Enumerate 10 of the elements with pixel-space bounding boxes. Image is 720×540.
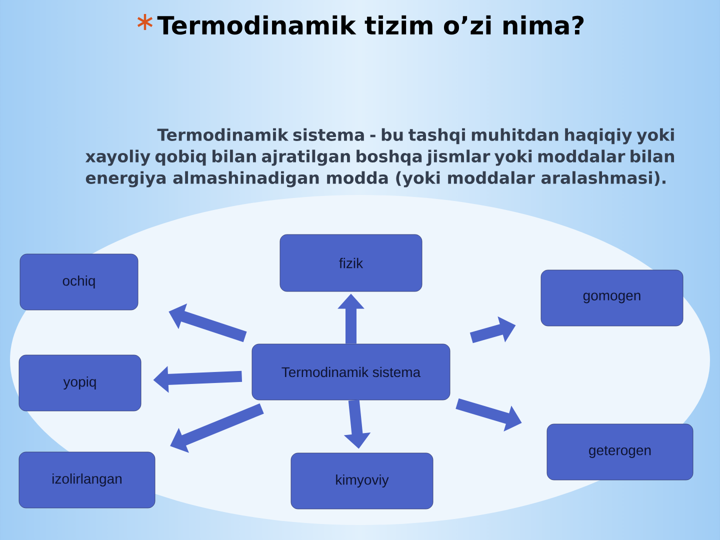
category-box: geterogen	[546, 424, 694, 480]
category-box: yopiq	[18, 354, 142, 412]
category-box: fizik	[280, 234, 422, 292]
category-box: Termodinamik sistema	[252, 344, 450, 400]
body-paragraph: Termodinamik sistema - bu tashqi muhitdan haqiqiy yoki xayoliy qobiq bilan ajratilgan boshqa jismlar yoki moddalar bilan energiya almashinadigan modda (yoki moddalar aralashmasi).	[85, 128, 674, 188]
category-box: izolirlangan	[18, 452, 156, 508]
category-box: gomogen	[540, 270, 684, 326]
category-box: ochiq	[20, 254, 138, 310]
slide-title: Termodinamik tizim o’zi nima?	[157, 15, 584, 35]
category-box: kimyoviy	[290, 452, 434, 510]
